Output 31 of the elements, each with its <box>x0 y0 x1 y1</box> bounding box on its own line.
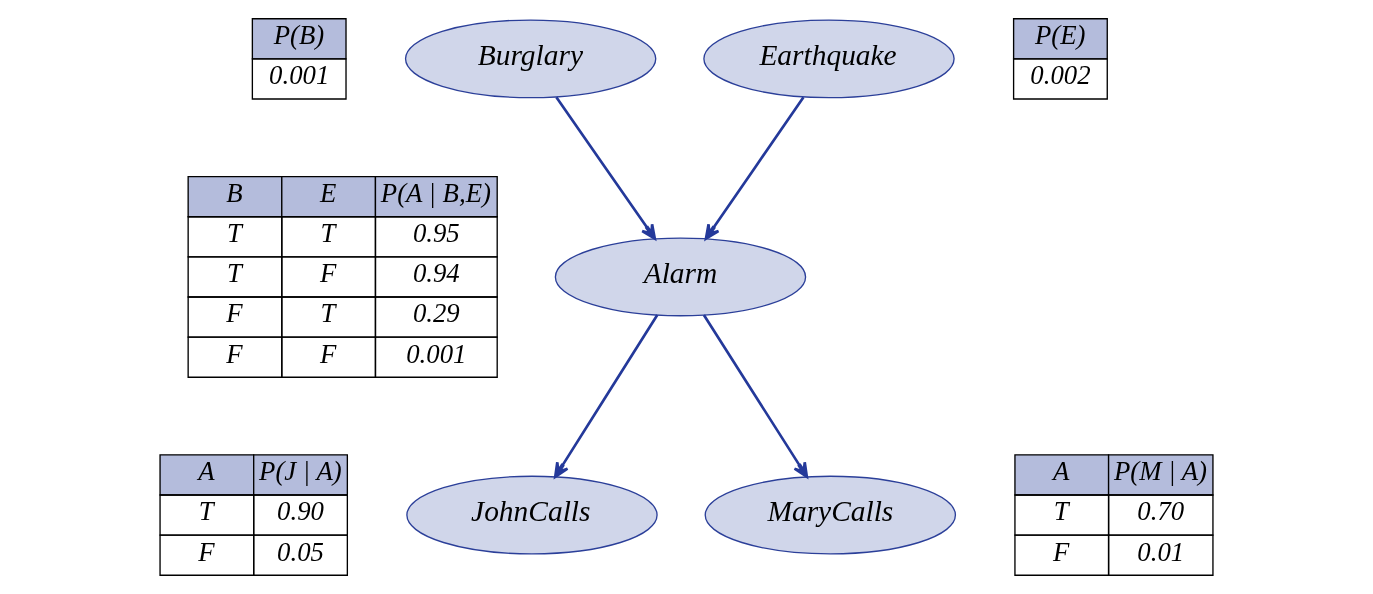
node-label: P(B) <box>273 20 325 51</box>
node-label: 0.001 <box>406 338 467 369</box>
node-label: 0.29 <box>412 298 460 329</box>
node-label: T <box>198 496 214 527</box>
node-label: 0.95 <box>412 218 460 249</box>
node-label: F <box>1053 536 1070 567</box>
node-label: 0.94 <box>412 258 460 289</box>
node-label: 0.05 <box>277 536 324 567</box>
node-label: A <box>198 456 215 487</box>
node-label: 0.01 <box>1137 536 1185 567</box>
node-label: F <box>226 338 243 369</box>
node-label: 0.70 <box>1137 496 1185 527</box>
node-label: P(J | A) <box>259 456 342 487</box>
node-label: T <box>320 298 336 329</box>
node-label: T <box>320 218 336 249</box>
node-label: T <box>226 218 242 249</box>
node-label: P(A | B,E) <box>380 178 491 209</box>
node-label: F <box>319 338 337 369</box>
node-label: F <box>198 536 215 567</box>
node-label: F <box>226 298 243 329</box>
node-label: E <box>319 178 337 209</box>
node-label: 0.002 <box>1030 60 1091 91</box>
node-label: A <box>1053 456 1070 487</box>
node-label: T <box>226 258 242 289</box>
node-label: T <box>1053 496 1069 527</box>
node-label: 0.90 <box>277 496 324 527</box>
node-label: 0.001 <box>269 60 330 91</box>
node-label: B <box>226 178 243 209</box>
node-label: P(E) <box>1035 20 1086 51</box>
node-label: P(M | A) <box>1113 456 1207 487</box>
node-label: F <box>319 258 337 289</box>
